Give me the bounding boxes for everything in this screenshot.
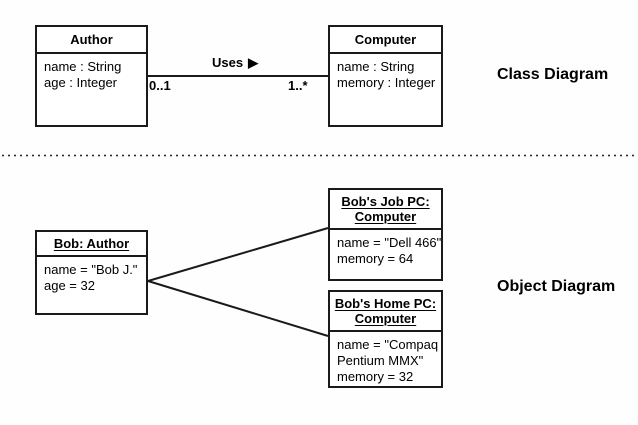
object-slots-home-pc: name = "Compaq Pentium MMX" memory = 32 xyxy=(330,332,441,389)
object-box-job-pc[interactable]: Bob's Job PC: Computer name = "Dell 466"… xyxy=(328,188,443,281)
object-slots-job-pc: name = "Dell 466" memory = 64 xyxy=(330,230,441,271)
association-label-uses: Uses ▶ xyxy=(212,55,258,70)
link-bob-to-job-pc xyxy=(147,227,329,282)
multiplicity-target: 1..* xyxy=(288,78,308,93)
class-attributes-author: name : String age : Integer xyxy=(37,54,146,95)
object-title-line: Computer xyxy=(354,209,417,224)
class-attribute: name : String xyxy=(337,59,415,74)
object-slot: memory = 32 xyxy=(337,369,414,384)
class-attribute: memory : Integer xyxy=(337,75,436,90)
object-title-line: Computer xyxy=(354,311,417,326)
object-slot: name = "Bob J." xyxy=(44,262,138,277)
association-line-uses xyxy=(148,75,328,77)
link-bob-to-home-pc xyxy=(147,280,329,337)
object-slots-bob: name = "Bob J." age = 32 xyxy=(37,257,146,298)
object-name-bob: Bob: Author xyxy=(37,232,146,257)
object-name-job-pc: Bob's Job PC: Computer xyxy=(330,190,441,230)
multiplicity-source: 0..1 xyxy=(149,78,171,93)
object-slot: memory = 64 xyxy=(337,251,414,266)
class-name-author: Author xyxy=(37,27,146,54)
object-box-bob[interactable]: Bob: Author name = "Bob J." age = 32 xyxy=(35,230,148,315)
section-divider xyxy=(0,154,638,157)
object-slot: age = 32 xyxy=(44,278,95,293)
section-label-object-diagram: Object Diagram xyxy=(497,278,616,295)
object-box-home-pc[interactable]: Bob's Home PC: Computer name = "Compaq P… xyxy=(328,290,443,388)
object-title-line: Bob: Author xyxy=(53,236,130,251)
object-slot: name = "Dell 466" xyxy=(337,235,442,250)
section-label-class-diagram: Class Diagram xyxy=(497,66,609,83)
object-slot: name = "Compaq xyxy=(337,337,439,352)
object-slot: Pentium MMX" xyxy=(337,353,424,368)
object-title-line: Bob's Home PC: xyxy=(334,296,437,311)
object-title-line: Bob's Job PC: xyxy=(341,194,430,209)
class-name-computer: Computer xyxy=(330,27,441,54)
navigability-arrow-icon: ▶ xyxy=(248,55,259,70)
class-attribute: age : Integer xyxy=(44,75,117,90)
class-attributes-computer: name : String memory : Integer xyxy=(330,54,441,95)
class-box-computer[interactable]: Computer name : String memory : Integer xyxy=(328,25,443,127)
association-label-text: Uses xyxy=(212,55,244,70)
class-box-author[interactable]: Author name : String age : Integer xyxy=(35,25,148,127)
class-attribute: name : String xyxy=(44,59,122,74)
object-name-home-pc: Bob's Home PC: Computer xyxy=(330,292,441,332)
